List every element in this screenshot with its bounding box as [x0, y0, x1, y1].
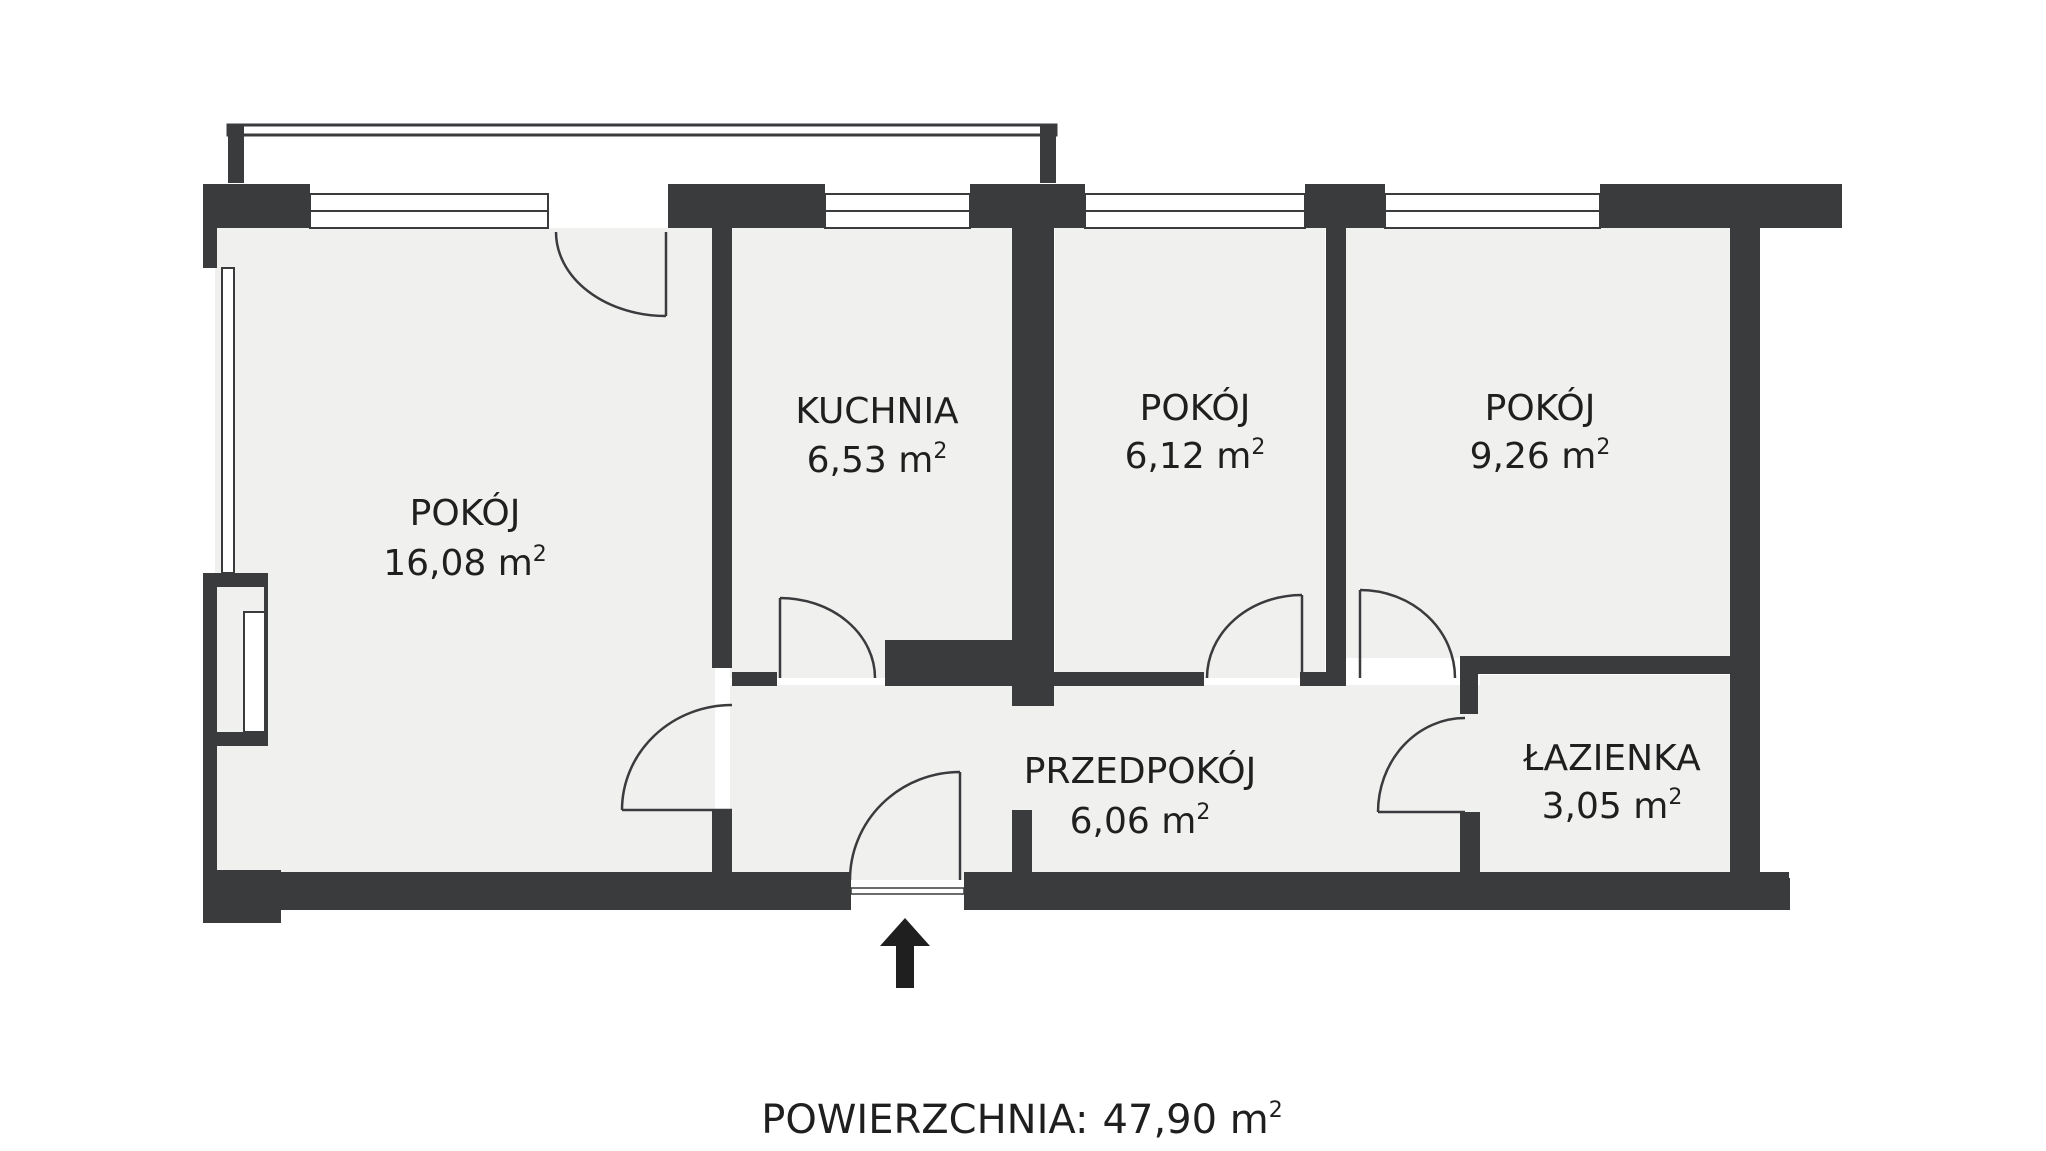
door-entrance: [848, 770, 962, 881]
room-name-pokoj-2: POKÓJ: [1140, 387, 1251, 429]
room-area-pokoj-1: 16,08 m2: [383, 542, 547, 584]
floor-kuchnia: [730, 228, 1015, 678]
floor-pokoj-2: [1055, 228, 1325, 678]
total-area-label: POWIERZCHNIA:: [761, 1097, 1088, 1143]
door-balcony: [554, 231, 668, 318]
room-area-pokoj-3: 9,26 m2: [1470, 435, 1611, 477]
room-name-kuchnia: KUCHNIA: [795, 391, 959, 432]
balcony-post-left: [228, 125, 244, 183]
room-area-pokoj-2: 6,12 m2: [1125, 435, 1266, 477]
floor-lazienka: [1480, 675, 1730, 880]
door-kuchnia: [778, 596, 877, 679]
total-area-value: 47,90 m: [1103, 1097, 1269, 1143]
room-name-pokoj-1: POKÓJ: [410, 492, 521, 534]
balcony: [226, 123, 1058, 137]
walls: [203, 184, 1842, 923]
door-lazienka: [1376, 716, 1466, 814]
floors: [215, 228, 1730, 880]
floor-przedpokoj: [730, 685, 1490, 880]
entrance-threshold: [850, 887, 965, 895]
total-area: POWIERZCHNIA:47,90 m2: [761, 1097, 1283, 1143]
room-area-lazienka: 3,05 m2: [1542, 785, 1683, 827]
floor-pokoj-3: [1345, 228, 1730, 658]
door-pokoj-1: [620, 703, 733, 812]
door-pokoj-2: [1205, 593, 1304, 679]
room-labels: POKÓJ 16,08 m2 KUCHNIA 6,53 m2 POKÓJ 6,1…: [383, 387, 1701, 842]
room-name-pokoj-3: POKÓJ: [1485, 387, 1596, 429]
room-name-przedpokoj: PRZEDPOKÓJ: [1024, 750, 1257, 792]
room-name-lazienka: ŁAZIENKA: [1522, 738, 1701, 779]
door-pokoj-3: [1358, 588, 1457, 679]
doors: [554, 231, 1466, 881]
room-area-przedpokoj: 6,06 m2: [1070, 800, 1211, 842]
room-area-kuchnia: 6,53 m2: [807, 439, 948, 481]
arrow-up-icon: [880, 918, 930, 988]
balcony-post-right: [1040, 125, 1056, 183]
